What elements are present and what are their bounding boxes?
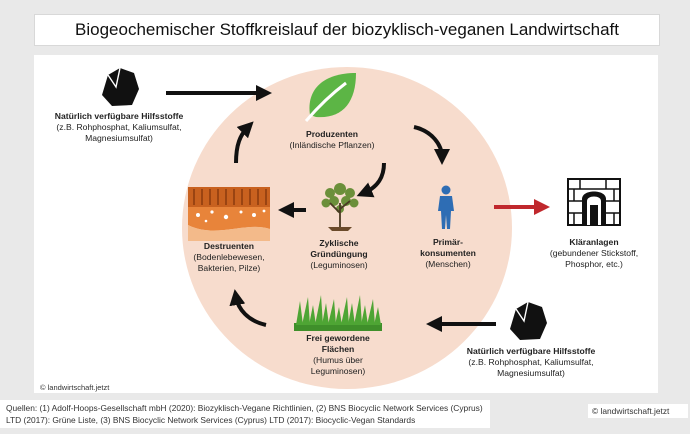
arrow-flaechen-to-destruenten bbox=[229, 289, 267, 327]
klaeranlagen-name: Kläranlagen bbox=[569, 237, 619, 247]
page-title: Biogeochemischer Stoffkreislauf der bioz… bbox=[34, 14, 660, 46]
hilfsstoffe-bottom-desc1: (z.B. Rohphosphat, Kaliumsulfat, bbox=[468, 357, 594, 367]
person-icon bbox=[438, 185, 454, 229]
soil-icon bbox=[188, 187, 270, 241]
flaechen-desc1: (Humus über bbox=[313, 355, 363, 365]
flaechen-label: Frei gewordene Flächen (Humus über Legum… bbox=[282, 333, 394, 377]
sources-text: Quellen: (1) Adolf-Hoops-Gesellschaft mb… bbox=[0, 400, 490, 428]
arrow-produzenten-to-primaer bbox=[413, 125, 450, 165]
flaechen-desc2: Leguminosen) bbox=[310, 366, 366, 376]
hilfsstoffe-top-desc2: Magnesiumsulfat) bbox=[85, 133, 153, 143]
klaeranlagen-desc2: Phosphor, etc.) bbox=[565, 259, 623, 269]
gruenduengung-label: Zyklische Gründüngung (Leguminosen) bbox=[284, 238, 394, 271]
hilfsstoffe-top-desc1: (z.B. Rohphosphat, Kaliumsulfat, bbox=[56, 122, 182, 132]
klaeranlagen-label: Kläranlagen (gebundener Stickstoff, Phos… bbox=[532, 237, 656, 270]
sewer-icon bbox=[567, 178, 621, 226]
leaf-icon bbox=[304, 73, 356, 122]
copyright-inner: © landwirtschaft.jetzt bbox=[40, 383, 110, 392]
diagram-panel: Natürlich verfügbare Hilfsstoffe (z.B. R… bbox=[34, 55, 658, 393]
klaeranlagen-desc1: (gebundener Stickstoff, bbox=[549, 248, 639, 258]
hilfsstoffe-top-label: Natürlich verfügbare Hilfsstoffe (z.B. R… bbox=[34, 111, 204, 144]
arrow-produzenten-to-gruenduengung bbox=[356, 162, 386, 198]
arrows-layer bbox=[166, 85, 550, 332]
flaechen-name2: Flächen bbox=[321, 344, 355, 354]
produzenten-desc1: (Inländische Pflanzen) bbox=[289, 140, 375, 150]
grass-icon bbox=[294, 295, 382, 331]
flaechen-name1: Frei gewordene bbox=[306, 333, 370, 343]
destruenten-name: Destruenten bbox=[203, 241, 255, 251]
hilfsstoffe-bottom-label: Natürlich verfügbare Hilfsstoffe (z.B. R… bbox=[446, 346, 616, 379]
hilfsstoffe-bottom-name: Natürlich verfügbare Hilfsstoffe bbox=[466, 346, 596, 356]
gruenduengung-desc1: (Leguminosen) bbox=[310, 260, 368, 270]
tree-icon bbox=[321, 183, 359, 231]
hilfsstoffe-top-name: Natürlich verfügbare Hilfsstoffe bbox=[54, 111, 184, 121]
copyright-outer: © landwirtschaft.jetzt bbox=[588, 404, 688, 418]
gruenduengung-name2: Gründüngung bbox=[310, 249, 368, 259]
rock-icon bbox=[102, 67, 139, 106]
destruenten-desc2: Bakterien, Pilze) bbox=[197, 263, 261, 273]
produzenten-label: Produzenten (Inländische Pflanzen) bbox=[267, 129, 397, 151]
primaer-name1: Primär- bbox=[432, 237, 464, 247]
gruenduengung-name1: Zyklische bbox=[319, 238, 359, 248]
primaer-label: Primär- konsumenten (Menschen) bbox=[400, 237, 496, 270]
rock-icon bbox=[510, 301, 547, 340]
arrow-destruenten-to-produzenten bbox=[234, 121, 254, 164]
hilfsstoffe-bottom-desc2: Magnesiumsulfat) bbox=[497, 368, 565, 378]
destruenten-label: Destruenten (Bodenlebewesen, Bakterien, … bbox=[172, 241, 286, 274]
produzenten-name: Produzenten bbox=[305, 129, 359, 139]
destruenten-desc1: (Bodenlebewesen, bbox=[193, 252, 265, 262]
primaer-desc1: (Menschen) bbox=[425, 259, 471, 269]
primaer-name2: konsumenten bbox=[420, 248, 476, 258]
